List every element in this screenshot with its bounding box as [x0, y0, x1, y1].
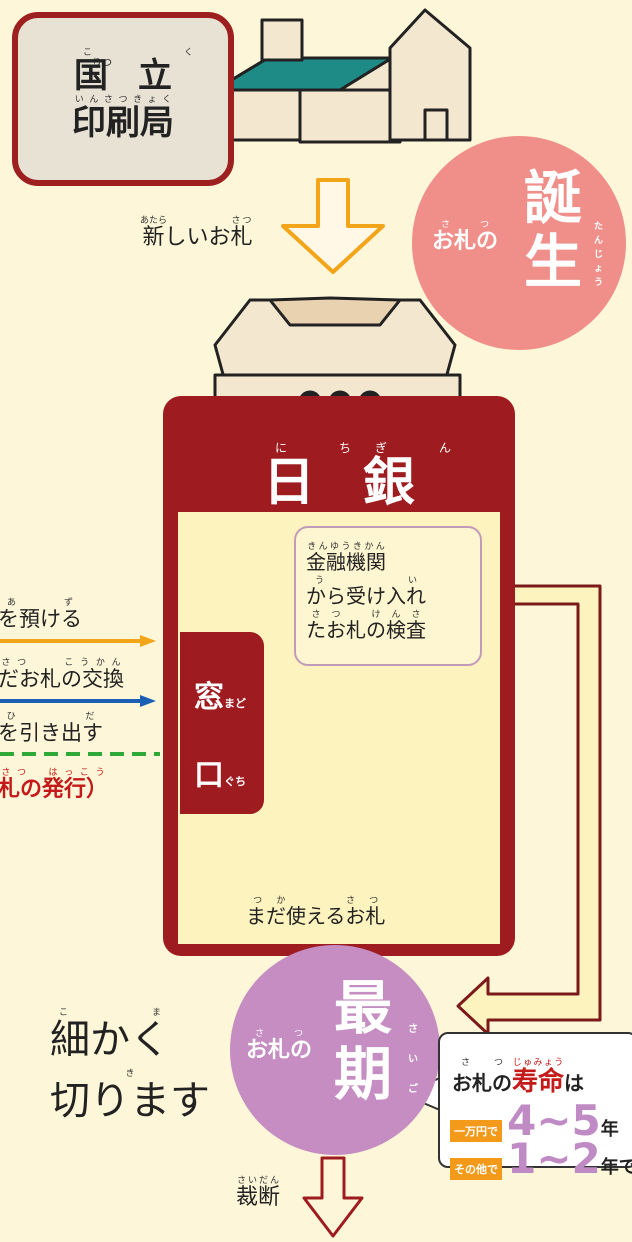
- flow-withdraw-ruby: ひ だ: [0, 712, 103, 722]
- lifespan-title-main-ruby: じゅみょう: [512, 1058, 564, 1068]
- lifespan-title-main: 寿命: [512, 1067, 565, 1097]
- new-notes-post: 札: [230, 225, 253, 250]
- birth-ruby: たんじょう: [594, 222, 604, 288]
- boj-ruby-1: にち: [262, 441, 363, 455]
- new-notes-ruby-1: あたら: [140, 216, 168, 226]
- inspection-ruby-2: う い: [306, 576, 426, 586]
- new-notes-pre: 新: [140, 225, 168, 250]
- window-char-2-text: 口: [194, 758, 224, 793]
- down-arrow-cut: [302, 1156, 364, 1238]
- bureau-ruby-2: りつ: [92, 57, 113, 69]
- inspection-line1: 金融機関: [306, 550, 386, 574]
- window-char-1-text: 窓: [194, 680, 224, 715]
- end-small-ruby: さつ: [246, 1029, 313, 1039]
- reusable-text: まだ使えるお札: [246, 904, 386, 928]
- flow-exchange: だお札の交換さつ こうかん: [0, 658, 124, 693]
- birth-small-ruby: さつ: [432, 220, 499, 230]
- inspection-ruby-1: きんゆうきかん: [306, 542, 386, 552]
- bureau-ruby-1: こく: [74, 48, 202, 58]
- inspection-line2: から受け入れ: [306, 584, 426, 608]
- window-char-1: 窓まど: [194, 672, 246, 716]
- bureau-line2-text: 印刷局: [72, 103, 174, 144]
- end-big-2: 期: [334, 1040, 393, 1108]
- end-big: 最 期: [334, 975, 392, 1107]
- end-circle: お札のさつ 最 期 さいご: [230, 945, 440, 1155]
- lifespan-title-pre-ruby: さつ: [452, 1058, 512, 1068]
- flow-deposit-ruby: あず: [0, 598, 82, 608]
- flow-exchange-ruby: さつ こうかん: [0, 658, 124, 668]
- lifespan-title-post: は: [564, 1071, 585, 1095]
- shred-ruby-2: き: [50, 1069, 210, 1079]
- birth-big: 誕 生: [524, 166, 582, 294]
- boj-title-1: 日: [262, 453, 363, 513]
- window-char-2: 口ぐち: [194, 750, 246, 794]
- window-ruby-1: まど: [224, 697, 246, 710]
- bureau-line2: 印刷局 いんさつきょく: [18, 95, 228, 142]
- lifespan-title: お札の さつ寿命じゅみょうは: [452, 1058, 584, 1098]
- down-arrow-orange: [281, 178, 385, 274]
- birth-small: お札のさつ: [432, 220, 498, 255]
- flow-withdraw: を引き出すひ だ: [0, 712, 103, 747]
- badge-other: その他で: [450, 1158, 502, 1180]
- new-notes-ruby-2: さつ: [230, 216, 253, 226]
- new-notes-label: 新あたらしいお札さつ: [140, 216, 253, 251]
- inspection-line3: たお札の検査: [306, 618, 426, 642]
- bureau-ruby-3: いんさつきょく: [72, 95, 174, 106]
- printing-bureau-box: 国立 こく りつ 印刷局 いんさつきょく: [12, 12, 234, 186]
- window-ruby-2: ぐち: [224, 775, 246, 788]
- flow-lines: [0, 635, 160, 756]
- bank-building-icon: [213, 296, 462, 403]
- birth-big-2: 生: [524, 228, 583, 296]
- birth-circle: お札のさつ 誕 生 たんじょう: [412, 136, 626, 350]
- discard-arrow: [456, 584, 602, 1036]
- boj-title: 日にち銀ぎん: [163, 440, 515, 515]
- end-big-1: 最: [334, 974, 393, 1042]
- flow-withdraw-text: を引き出す: [0, 721, 103, 745]
- lifespan-row-10000: 一万円で 4~5年: [450, 1096, 619, 1145]
- flow-deposit: を預けるあず: [0, 598, 82, 633]
- flow-deposit-text: を預ける: [0, 607, 82, 631]
- cut-ruby: さいだん: [236, 1176, 281, 1186]
- birth-small-text: お札の: [432, 229, 499, 254]
- cut-label: 裁断さいだん: [236, 1176, 280, 1211]
- birth-big-1: 誕: [524, 164, 583, 232]
- lifespan-row-other: その他で 1~2年で: [450, 1134, 632, 1183]
- shred-line2: 切ります: [50, 1078, 210, 1124]
- unit-10000yen: 年: [600, 1119, 619, 1140]
- lifespan-box: お札の さつ寿命じゅみょうは 一万円で 4~5年 その他で 1~2年で: [438, 1032, 632, 1183]
- reusable-ruby: つか さつ: [246, 896, 386, 906]
- counter-window: 窓まど 口ぐち: [180, 632, 264, 814]
- shred-label: 細かくこま 切りますき: [50, 1008, 210, 1130]
- bureau-line1: 国立 こく: [48, 48, 228, 95]
- printing-building-icon: [213, 8, 472, 144]
- cut-text: 裁断: [236, 1185, 281, 1210]
- inspection-box: 金融機関きんゆうきかん から受け入れう い たお札の検査さつ けんさ: [294, 526, 482, 666]
- end-small-text: お札の: [246, 1038, 313, 1063]
- bureau-line1-text: 国立: [74, 56, 202, 96]
- boj-title-2: 銀: [363, 453, 464, 513]
- flow-issue-ruby: さつ はっこう: [0, 768, 108, 778]
- flow-issue: 札の発行）さつ はっこう: [0, 768, 108, 803]
- flow-issue-text: 札の発行）: [0, 777, 109, 802]
- range-other: 1~2: [507, 1134, 601, 1183]
- badge-10000yen: 一万円で: [450, 1120, 502, 1142]
- flow-exchange-text: だお札の交換: [0, 667, 124, 691]
- shred-line1: 細かく: [50, 1017, 170, 1063]
- inspection-ruby-3: さつ けんさ: [306, 610, 426, 620]
- range-10000yen: 4~5: [507, 1096, 601, 1145]
- reusable-label: まだ使えるお札つか さつ: [246, 896, 385, 929]
- lifespan-title-pre: お札の: [452, 1071, 512, 1095]
- unit-other: 年で: [600, 1157, 632, 1178]
- new-notes-mid: しいお: [164, 225, 231, 250]
- boj-ruby-2: ぎん: [363, 441, 464, 455]
- shred-ruby-1: こま: [50, 1008, 170, 1018]
- end-small: お札のさつ: [246, 1029, 312, 1064]
- end-ruby: さいご: [408, 1024, 418, 1095]
